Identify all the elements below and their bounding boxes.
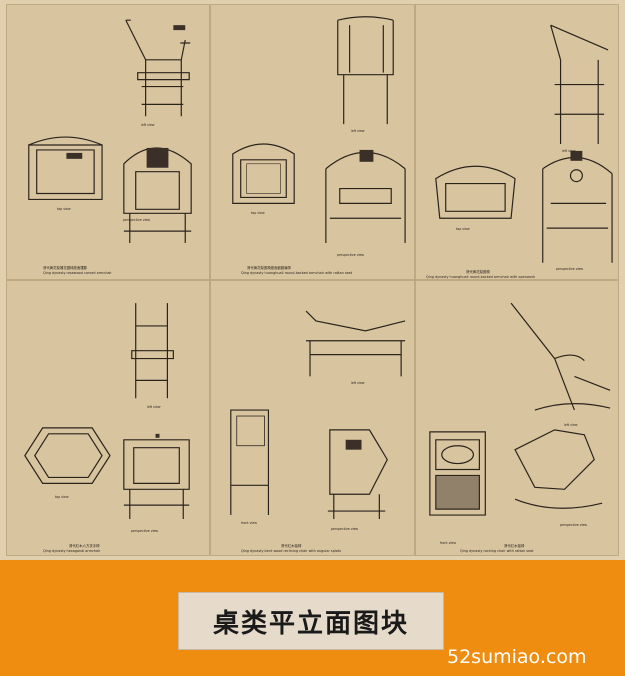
panel-caption-cn: 清代红木摇椅 xyxy=(504,544,525,548)
view-label: front view xyxy=(440,541,456,545)
view-label: left view xyxy=(141,123,155,127)
panel-1: left view top view perspective view 清代黄花… xyxy=(6,4,210,280)
panel-caption-cn: 清代红木六方扶手椅 xyxy=(69,544,100,548)
recliner-drawing xyxy=(230,310,406,520)
panel-caption-cn: 清代黄花梨雕花圈椅座面镶藤 xyxy=(43,266,88,270)
view-label: left view xyxy=(351,129,365,133)
panel-3: left view top view perspective view 清代黄花… xyxy=(415,4,619,280)
view-label: top view xyxy=(55,495,69,499)
title-box: 桌类平立面图块 xyxy=(178,592,444,650)
view-label: left view xyxy=(351,381,365,385)
drawing-sheet: left view top view perspective view 清代黄花… xyxy=(0,0,625,560)
view-label: top view xyxy=(456,227,470,231)
panel-caption-en: Qing dynasty hexagonal armchair xyxy=(43,549,101,553)
panel-6: left view front view perspective view 清代… xyxy=(415,280,619,556)
panel-2: left view top view perspective view 清代黄花… xyxy=(210,4,415,280)
view-label: top view xyxy=(251,211,265,215)
armchair-drawing xyxy=(435,24,613,263)
chair-grid: left view top view perspective view 清代黄花… xyxy=(6,4,619,556)
view-label: perspective view xyxy=(123,218,151,222)
view-label: left view xyxy=(147,405,161,409)
view-label: perspective view xyxy=(560,523,588,527)
view-label: perspective view xyxy=(337,253,365,257)
view-label: left view xyxy=(562,149,576,153)
armchair-drawing xyxy=(28,19,192,244)
panel-caption-cn: 清代黄花梨圈椅座面嵌藤编饰 xyxy=(247,266,292,270)
panel-5: left view front view perspective view 清代… xyxy=(210,280,415,556)
armchair-drawing xyxy=(232,16,406,244)
view-label: perspective view xyxy=(331,527,359,531)
armchair-drawing xyxy=(24,303,190,519)
rocking-chair-drawing xyxy=(429,302,611,516)
panel-caption-en: Qing dynasty rocking chair with rattan s… xyxy=(460,549,534,553)
panel-caption-en: Qing dynasty rosewood carved armchair xyxy=(43,271,112,275)
panel-caption-cn: 清代黄花梨圈椅 xyxy=(466,270,490,274)
panel-caption-en: Qing dynasty bent wood reclining chair w… xyxy=(241,549,341,553)
panel-4: left view top view perspective view 清代红木… xyxy=(6,280,210,556)
page-title: 桌类平立面图块 xyxy=(212,608,409,639)
view-label: top view xyxy=(57,207,71,211)
watermark: 52sumiao.com xyxy=(447,646,587,668)
view-label: front view xyxy=(241,521,257,525)
view-label: left view xyxy=(564,423,578,427)
view-label: perspective view xyxy=(131,529,159,533)
panel-caption-en: Qing dynasty huanghuali round-backed arm… xyxy=(426,275,536,279)
panel-caption-en: Qing dynasty huanghuali round-backed arm… xyxy=(241,271,353,275)
view-label: perspective view xyxy=(556,267,584,271)
panel-caption-cn: 清代红木摇椅 xyxy=(281,544,302,548)
